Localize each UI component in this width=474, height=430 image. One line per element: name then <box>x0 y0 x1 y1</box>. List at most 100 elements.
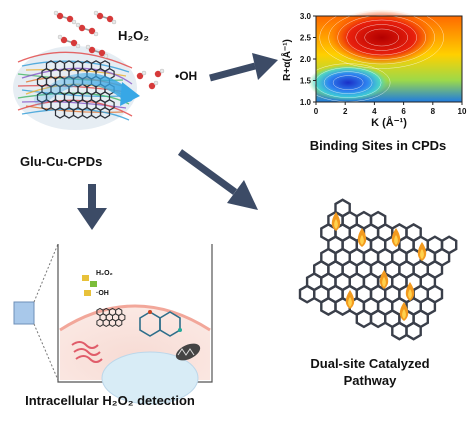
y-tick-label: 2.0 <box>300 55 312 64</box>
heatmap-y-axis-label: R+α(Å⁻¹) <box>280 39 293 81</box>
zoom-line-top <box>33 243 59 303</box>
heatmap-x-axis-label: K (Å⁻¹) <box>371 116 407 129</box>
cell-cpd-particle <box>96 307 126 327</box>
oh-hydrogen-atom <box>153 80 159 86</box>
cell-nucleus <box>101 351 199 405</box>
y-tick-label: 3.0 <box>300 12 312 21</box>
catalytic-glow-arrowhead <box>120 82 140 106</box>
h2o2-oxygen-atom <box>66 15 74 23</box>
graphene-hexagon <box>298 284 316 304</box>
flame-core-icon <box>394 235 398 245</box>
y-tick-label: 2.5 <box>300 34 312 43</box>
contour-line <box>319 6 444 69</box>
h2o2-hydrogen-atom <box>85 44 91 50</box>
y-tick-label: 1.0 <box>300 98 312 107</box>
cpd-particle-illustration <box>13 46 140 130</box>
contour-line <box>355 24 408 51</box>
flame-core-icon <box>360 235 364 245</box>
probe-molecules <box>139 310 182 337</box>
h2o2-hydrogen-atom <box>75 22 81 28</box>
h2o2-oxygen-atom <box>88 46 96 54</box>
x-tick-label: 10 <box>458 107 467 116</box>
oh-oxygen-atom <box>136 72 144 80</box>
zoom-line-bottom <box>33 323 59 381</box>
polymer-fiber <box>17 99 133 117</box>
graphene-hexagon <box>391 321 408 341</box>
h2o2-hydrogen-atom <box>93 31 99 37</box>
cpd-label: Glu-Cu-CPDs <box>20 154 102 169</box>
h2o2-marker <box>82 275 89 281</box>
heatmap-contours <box>305 6 444 102</box>
h2o2-hydrogen-atom <box>111 19 117 25</box>
contour-line <box>314 67 382 98</box>
catalytic-site-flames <box>331 212 427 321</box>
cell-oh-label: ·OH <box>96 290 109 297</box>
h2o2-hydrogen-atom <box>75 43 81 49</box>
h2o2-oxygen-atom <box>78 24 86 32</box>
h2o2-hydrogen-atom <box>53 10 59 16</box>
flame-core-icon <box>334 219 338 229</box>
oh-hydrogen-atom <box>141 70 147 76</box>
polymer-fiber <box>21 67 133 85</box>
h2o2-hydrogen-atom <box>57 34 63 40</box>
h2o2-oxygen-atom <box>98 49 106 57</box>
oh-oxygen-atom <box>148 82 156 90</box>
contour-line <box>332 75 364 90</box>
h2o2-hydrogen-atom <box>103 53 109 59</box>
contour-line <box>346 19 417 56</box>
cell-graphene-hexagon <box>115 318 123 327</box>
endoplasmic-reticulum <box>71 341 103 363</box>
catalytic-glow-arrow <box>34 72 134 106</box>
h2o2-label: H₂O₂ <box>118 28 149 43</box>
h2o2-oxygen-atom <box>60 36 68 44</box>
y-tick-label: 1.5 <box>300 77 312 86</box>
h2o2-oxygen-atom <box>106 15 114 23</box>
binding-sites-heatmap: 0 2 4 6 8 10 1.0 1.5 2.0 2.5 3.0 K (Å⁻¹) R+α(Å⁻¹) <box>280 6 467 129</box>
flame-core-icon <box>382 277 386 287</box>
contour-line <box>364 28 399 47</box>
graphene-hexagon <box>355 309 373 329</box>
x-tick-label: 4 <box>372 107 377 116</box>
flame-core-icon <box>402 309 406 319</box>
flame-core-icon <box>408 289 412 299</box>
hydroxyl-radicals <box>136 68 165 90</box>
cell-h2o2-label: H₂O₂ <box>96 270 113 277</box>
polymer-fiber <box>25 105 124 114</box>
contour-line <box>328 10 435 65</box>
x-tick-label: 2 <box>343 107 348 116</box>
flame-core-icon <box>420 249 424 259</box>
heatmap-x-ticks: 0 2 4 6 8 10 <box>314 102 467 116</box>
graphene-sheet <box>298 198 458 341</box>
x-tick-label: 6 <box>401 107 406 116</box>
h2o2-oxygen-atom <box>56 12 64 20</box>
oh-oxygen-atom <box>154 70 162 78</box>
graphene-hexagon <box>320 296 337 316</box>
h2o2-marker-2 <box>90 281 97 287</box>
oh-marker <box>84 290 91 296</box>
well-plate-icon <box>13 301 35 325</box>
heatmap-min-peak <box>308 64 389 101</box>
contour-line <box>323 71 373 94</box>
cell-detection-illustration: H₂O₂ ·OH <box>13 243 213 405</box>
h2o2-oxygen-atom <box>96 12 104 20</box>
graphene-hexagon <box>99 106 111 119</box>
h2o2-hydrogen-atom <box>71 19 77 25</box>
flame-core-icon <box>348 297 352 307</box>
h2o2-oxygen-atom <box>70 39 78 47</box>
arrow-to-detection <box>77 184 107 230</box>
h2o2-oxygen-atom <box>88 27 96 35</box>
oh-hydrogen-atom <box>159 68 165 74</box>
heatmap-max-peak <box>326 9 437 66</box>
x-tick-label: 0 <box>314 107 319 116</box>
hydroxyl-label: •OH <box>175 69 197 83</box>
h2o2-hydrogen-atom <box>93 10 99 16</box>
binding-sites-label: Binding Sites in CPDs <box>310 138 447 153</box>
graphene-hexagon <box>405 321 422 341</box>
detection-label: Intracellular H₂O₂ detection <box>25 393 195 408</box>
heatmap-y-ticks: 1.0 1.5 2.0 2.5 3.0 <box>300 12 316 107</box>
pathway-label-line1: Dual-site Catalyzed <box>310 356 429 371</box>
x-tick-label: 8 <box>431 107 436 116</box>
cell-membrane <box>59 304 211 332</box>
